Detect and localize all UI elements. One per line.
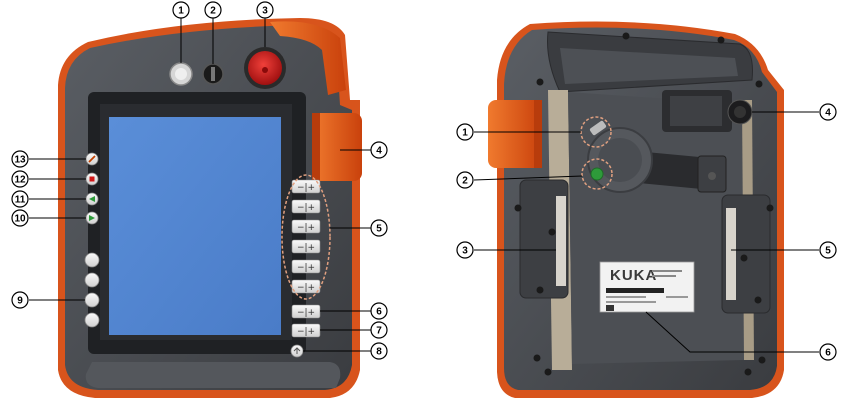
touch-screen[interactable]	[109, 117, 281, 335]
callout-number: 1	[462, 128, 468, 139]
front-bottom-step	[85, 362, 341, 388]
override-jog-key[interactable]: −|+	[291, 323, 321, 338]
callout-badge: 7	[370, 321, 388, 339]
emergency-stop-button[interactable]	[244, 47, 286, 89]
jog-key[interactable]: −|+	[291, 219, 321, 234]
override-program-key[interactable]: −|+	[291, 304, 321, 319]
jog-key[interactable]: −|+	[291, 259, 321, 274]
callout-badge: 5	[370, 219, 388, 237]
jog-key[interactable]: −|+	[291, 199, 321, 214]
jog-key[interactable]: −|+	[291, 239, 321, 254]
callout-number: 7	[376, 326, 382, 337]
start-backward-key[interactable]	[85, 192, 99, 206]
jog-key-label: −|+	[297, 283, 315, 293]
mode-key-switch[interactable]	[169, 62, 193, 86]
callout-number: 2	[210, 6, 216, 17]
callout-number: 3	[462, 246, 468, 257]
front-handle	[270, 21, 346, 95]
enabling-switch-left[interactable]	[514, 179, 569, 299]
front-callouts: 1 2 3 4 5 6 7 8 9 10 11 12 13	[11, 1, 388, 360]
start-key[interactable]	[581, 158, 613, 190]
callout-badge: 3	[256, 1, 274, 19]
callout-number: 13	[14, 155, 26, 166]
callout-badge: 2	[456, 171, 474, 189]
callout-number: 6	[376, 307, 382, 318]
start-forward-key[interactable]	[85, 211, 99, 225]
callout-number: 5	[376, 224, 382, 235]
callout-badge: 12	[11, 170, 29, 188]
callout-badge: 10	[11, 209, 29, 227]
rear-hub-inner	[598, 138, 642, 182]
rear-view: KUKA 1 2 3 4 5 6	[456, 21, 837, 399]
callout-number: 11	[15, 195, 26, 206]
jog-key-label: −|+	[297, 263, 315, 273]
callout-badge: 11	[11, 190, 29, 208]
jog-keys-highlight	[281, 174, 331, 300]
drives-on-button[interactable]	[202, 63, 224, 85]
jog-key[interactable]: −|+	[291, 279, 321, 294]
callout-number: 12	[14, 175, 26, 186]
jog-key-label: −|+	[297, 203, 315, 213]
callout-badge: 5	[819, 241, 837, 259]
callout-number: 5	[825, 246, 831, 257]
callout-badge: 6	[819, 343, 837, 361]
callout-number: 9	[17, 296, 23, 307]
keyboard-key[interactable]	[85, 152, 99, 166]
callout-number: 4	[825, 108, 831, 119]
front-view: −|+ −|+ −|+ −|+ −|+ −|+ −|+ −|+	[11, 1, 388, 398]
override-jog-key-label: −|+	[297, 327, 315, 337]
callout-number: 2	[462, 176, 468, 187]
callout-number: 4	[376, 146, 382, 157]
rear-leader-lines	[473, 111, 819, 353]
jog-key[interactable]: −|+	[291, 179, 321, 194]
callout-number: 1	[178, 6, 184, 17]
callout-badge: 1	[172, 1, 190, 19]
space-mouse[interactable]	[312, 113, 362, 181]
callout-badge: 4	[819, 103, 837, 121]
rear-strap-screw	[708, 172, 716, 180]
callout-number: 6	[825, 348, 831, 359]
callout-badge: 8	[370, 342, 388, 360]
identification-plate: KUKA	[599, 261, 695, 313]
stop-key[interactable]	[85, 172, 99, 186]
override-program-key-label: −|+	[297, 308, 315, 318]
jog-key-label: −|+	[297, 223, 315, 233]
main-menu-key[interactable]	[290, 344, 304, 358]
cable-connection[interactable]	[662, 90, 753, 132]
jog-key-label: −|+	[297, 183, 315, 193]
callout-badge: 13	[11, 150, 29, 168]
callout-badge: 3	[456, 241, 474, 259]
jog-key-label: −|+	[297, 243, 315, 253]
front-leader-lines	[29, 17, 371, 352]
rear-space-mouse	[488, 100, 542, 168]
callout-number: 8	[376, 347, 382, 358]
user-keys[interactable]	[84, 252, 100, 328]
rear-screws	[533, 32, 766, 376]
rear-handle-inner	[560, 48, 738, 84]
jog-keys-group: −|+ −|+ −|+ −|+ −|+ −|+	[281, 174, 331, 300]
callout-number: 10	[14, 214, 26, 225]
rear-callouts: 1 2 3 4 5 6	[456, 103, 837, 361]
enabling-switch-right[interactable]	[721, 194, 774, 314]
callout-number: 3	[262, 6, 268, 17]
callout-badge: 9	[11, 291, 29, 309]
callout-badge: 1	[456, 123, 474, 141]
callout-badge: 6	[370, 302, 388, 320]
callout-badge: 2	[204, 1, 222, 19]
nameplate-logo: KUKA	[610, 267, 657, 284]
callout-badge: 4	[370, 141, 388, 159]
